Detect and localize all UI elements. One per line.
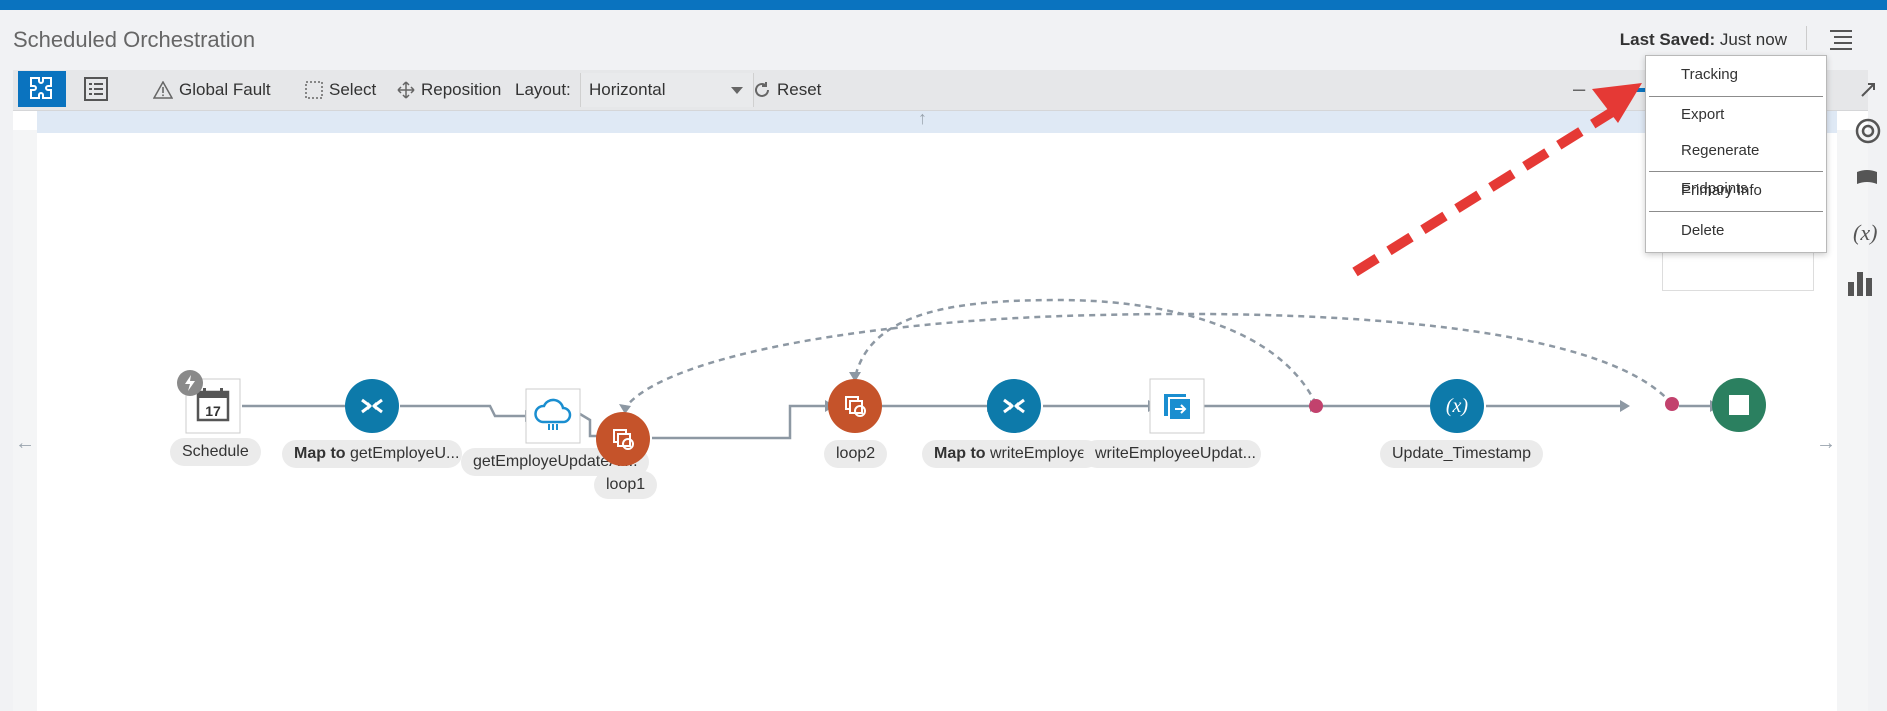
map-node-2[interactable] [987, 379, 1041, 433]
invoke-node-2[interactable] [1149, 378, 1205, 439]
canvas-left-gutter [13, 130, 37, 711]
file-connection-icon [1149, 378, 1205, 434]
last-saved-status: Last Saved: Just now [1620, 30, 1787, 50]
canvas-toolbar: Global Fault Select Reposition Layout: H… [13, 70, 1868, 111]
lightning-icon [185, 375, 195, 391]
cloud-connection-icon [525, 388, 581, 444]
menu-divider [1649, 211, 1823, 212]
loop2-node[interactable] [828, 379, 882, 433]
last-saved-label: Last Saved: [1619, 30, 1716, 49]
layout-label: Layout: [515, 80, 571, 99]
loop-icon [613, 429, 634, 450]
map-2-prefix: Map to [934, 445, 986, 462]
layout-value: Horizontal [589, 80, 666, 99]
reposition-button[interactable]: Reposition [397, 70, 501, 110]
actions-menu: Tracking Export Regenerate Endpoints Pri… [1645, 55, 1827, 253]
puzzle-icon [30, 77, 52, 99]
map-arrows-icon [361, 398, 383, 414]
variable-icon: (x) [1445, 394, 1469, 417]
orchestration-canvas[interactable] [13, 111, 1868, 711]
chevron-down-icon [731, 87, 743, 94]
scroll-up-icon[interactable]: ↑ [918, 108, 927, 128]
invoke-2-label: writeEmployeeUpdat... [1083, 440, 1261, 468]
loop2-label: loop2 [824, 440, 888, 468]
layout-dropdown[interactable]: Horizontal [580, 73, 754, 107]
loop-icon [845, 396, 866, 417]
reposition-label: Reposition [421, 80, 502, 99]
select-label: Select [329, 80, 377, 99]
warning-icon [153, 81, 173, 99]
menu-item-tracking[interactable]: Tracking [1681, 66, 1738, 83]
map-2-name: writeEmploye. [990, 445, 1091, 462]
select-marquee-icon [305, 81, 323, 99]
invoke-node-1[interactable] [525, 388, 581, 449]
zoom-out-button[interactable]: – [1573, 76, 1586, 101]
map-1-label: Map to getEmployeU... [282, 440, 462, 468]
scroll-right-icon[interactable]: → [1816, 432, 1836, 454]
menu-item-delete[interactable]: Delete [1681, 222, 1725, 239]
loop1-label: loop1 [594, 471, 658, 499]
assign-label: Update_Timestamp [1380, 440, 1544, 468]
actions-menu-icon[interactable] [1830, 30, 1852, 50]
top-accent-bar [0, 0, 1887, 10]
canvas-right-gutter [1837, 130, 1868, 711]
calendar-day-text: 17 [205, 403, 221, 419]
reset-button[interactable]: Reset [753, 70, 821, 110]
canvas-view-button[interactable] [18, 71, 66, 107]
move-arrows-icon [397, 81, 415, 99]
end-node[interactable] [1712, 378, 1766, 432]
select-button[interactable]: Select [305, 70, 376, 110]
global-fault-button[interactable]: Global Fault [153, 70, 271, 110]
variables-icon[interactable]: (x) [1853, 220, 1878, 245]
stop-icon [1729, 395, 1749, 415]
map-node-1[interactable] [345, 379, 399, 433]
menu-divider [1649, 96, 1823, 97]
assign-node[interactable]: (x) [1430, 379, 1484, 433]
map-arrows-icon [1003, 398, 1025, 414]
schedule-label: Schedule [170, 438, 261, 466]
header-divider [1806, 26, 1807, 50]
target-icon[interactable] [1855, 118, 1881, 144]
menu-divider [1649, 171, 1823, 172]
flag-icon[interactable] [1855, 168, 1881, 188]
menu-item-regenerate-endpoints[interactable]: Regenerate Endpoints [1681, 142, 1760, 197]
menu-item-primary-info[interactable]: Primary Info [1681, 182, 1762, 199]
lightning-badge [177, 370, 203, 396]
bar-chart-icon[interactable] [1846, 268, 1874, 296]
list-view-icon [84, 77, 108, 101]
reset-label: Reset [777, 80, 822, 99]
last-saved-value: Just now [1719, 30, 1787, 49]
menu-underlay-panel [1662, 252, 1814, 291]
map-1-name: getEmployeU... [350, 445, 460, 462]
canvas-top-scroll-area [37, 111, 1837, 133]
map-2-label: Map to writeEmploye. [922, 440, 1100, 468]
reset-icon [755, 82, 769, 97]
loop1-node[interactable] [596, 412, 650, 466]
global-fault-label: Global Fault [179, 80, 271, 99]
map-1-prefix: Map to [294, 445, 346, 462]
menu-item-export[interactable]: Export [1681, 106, 1725, 123]
page-title: Scheduled Orchestration [13, 27, 256, 52]
scroll-left-icon[interactable]: ← [15, 432, 35, 454]
list-view-button[interactable] [83, 76, 109, 102]
expand-icon[interactable] [1858, 80, 1878, 100]
